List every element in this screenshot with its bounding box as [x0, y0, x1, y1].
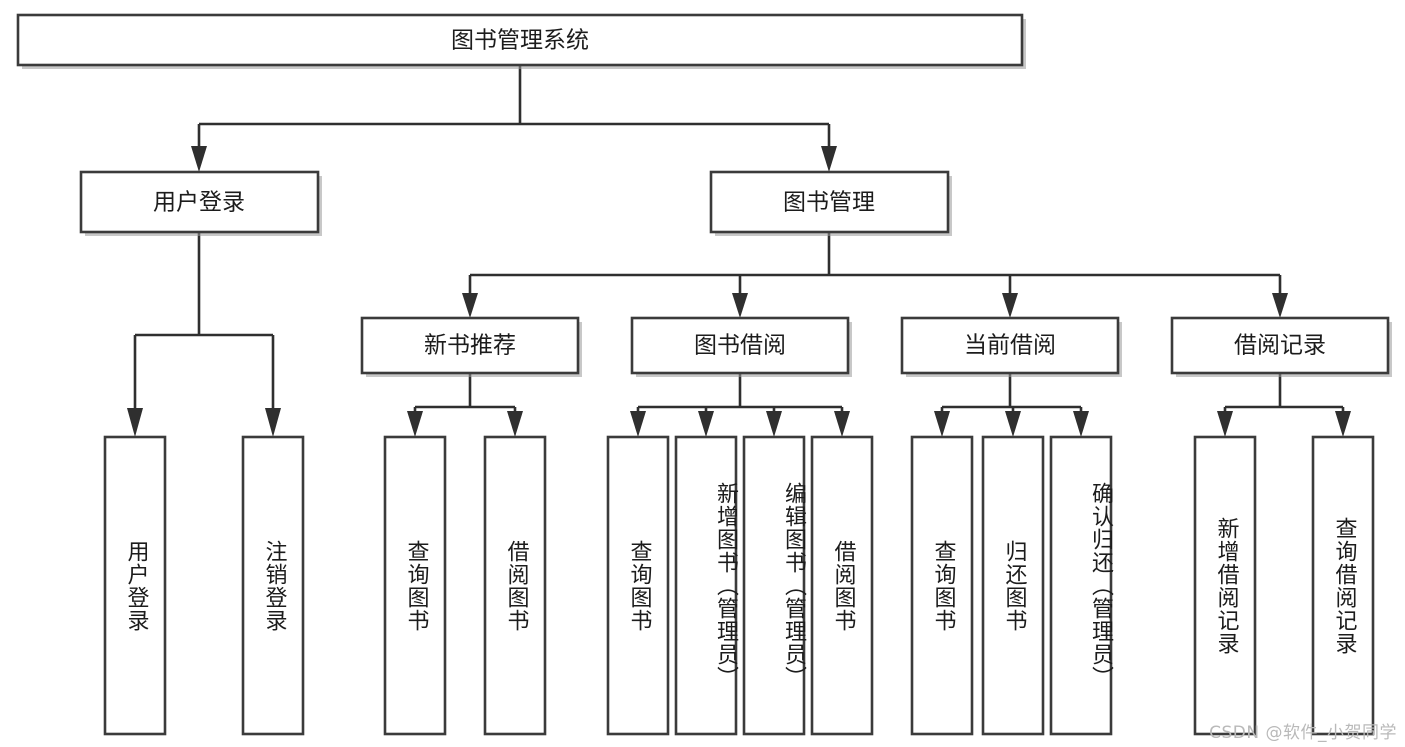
arrow-to-user-login — [191, 146, 207, 172]
arrow-to-leaf-query-book-cb — [934, 411, 950, 437]
leaf-confirm-return-rect[interactable] — [1049, 435, 1113, 736]
leaf-query-record-rect[interactable] — [1311, 435, 1375, 736]
leaf-edit-book-rect[interactable] — [742, 435, 806, 736]
arrow-to-leaf-query-book-rec — [407, 411, 423, 437]
node-user-login-rect — [79, 170, 320, 234]
arrow-to-book-borrow — [732, 293, 748, 318]
leaf-query-book-rec-rect[interactable] — [383, 435, 447, 736]
arrow-to-leaf-add-book — [698, 411, 714, 437]
connector-group-borrow-record — [1217, 373, 1351, 437]
node-root-rect — [16, 13, 1024, 67]
connector-group-book-manage — [462, 232, 1288, 318]
leaf-return-book-rect[interactable] — [981, 435, 1045, 736]
connector-group-book-borrow — [630, 373, 850, 437]
leaf-add-record-rect[interactable] — [1193, 435, 1257, 736]
node-root-label: 图书管理系统 — [451, 28, 589, 54]
node-book-borrow-label: 图书借阅 — [694, 333, 786, 359]
node-book-manage[interactable]: 图书管理 — [709, 170, 952, 236]
arrow-to-leaf-query-record — [1335, 411, 1351, 437]
connector-group-current-borrow — [934, 373, 1089, 437]
leaf-borrow-book-bb-rect[interactable] — [810, 435, 874, 736]
leaf-borrow-book-rec-rect[interactable] — [483, 435, 547, 736]
leaf-user-login-rect[interactable] — [103, 435, 167, 736]
leaf-query-book-cb-rect[interactable] — [910, 435, 974, 736]
node-new-book-rec[interactable]: 新书推荐 — [360, 316, 582, 377]
arrow-to-book-manage — [821, 146, 837, 172]
node-user-login[interactable]: 用户登录 — [79, 170, 322, 236]
arrow-to-leaf-borrow-book-rec — [507, 411, 523, 437]
arrow-to-new-book-rec — [462, 293, 478, 318]
node-borrow-record[interactable]: 借阅记录 — [1170, 316, 1392, 377]
leaf-query-book-bb-rect[interactable] — [606, 435, 670, 736]
arrow-to-leaf-borrow-book-bb — [834, 411, 850, 437]
arrow-to-leaf-confirm-return — [1073, 411, 1089, 437]
arrow-to-leaf-return-book — [1005, 411, 1021, 437]
csdn-watermark: CSDN @软件_小贺同学 — [1209, 723, 1397, 743]
arrow-to-leaf-query-book-bb — [630, 411, 646, 437]
node-book-manage-label: 图书管理 — [783, 190, 875, 216]
node-borrow-record-label: 借阅记录 — [1234, 333, 1326, 359]
arrow-to-leaf-user-logout — [265, 408, 281, 437]
node-book-borrow-rect — [630, 316, 850, 375]
node-borrow-record-rect — [1170, 316, 1390, 375]
arrow-to-leaf-edit-book — [766, 411, 782, 437]
leaf-user-logout-rect[interactable] — [241, 435, 305, 736]
node-root[interactable]: 图书管理系统 — [16, 13, 1026, 69]
leaf-add-book-rect[interactable] — [674, 435, 738, 736]
arrow-to-leaf-user-login — [127, 408, 143, 437]
node-user-login-label: 用户登录 — [153, 190, 245, 216]
leaf-boxes — [103, 435, 1375, 736]
arrow-to-borrow-record — [1272, 293, 1288, 318]
node-current-borrow-rect — [900, 316, 1120, 375]
arrow-to-leaf-add-record — [1217, 411, 1233, 437]
connector-group-new-book-rec — [407, 373, 523, 437]
connector-group-root — [191, 65, 837, 172]
node-book-manage-rect — [709, 170, 950, 234]
arrow-to-current-borrow — [1002, 293, 1018, 318]
node-current-borrow-label: 当前借阅 — [964, 333, 1056, 359]
node-book-borrow[interactable]: 图书借阅 — [630, 316, 852, 377]
connector-group-user-login — [127, 232, 281, 437]
node-current-borrow[interactable]: 当前借阅 — [900, 316, 1122, 377]
node-new-book-rec-rect — [360, 316, 580, 375]
node-new-book-rec-label: 新书推荐 — [424, 333, 516, 359]
